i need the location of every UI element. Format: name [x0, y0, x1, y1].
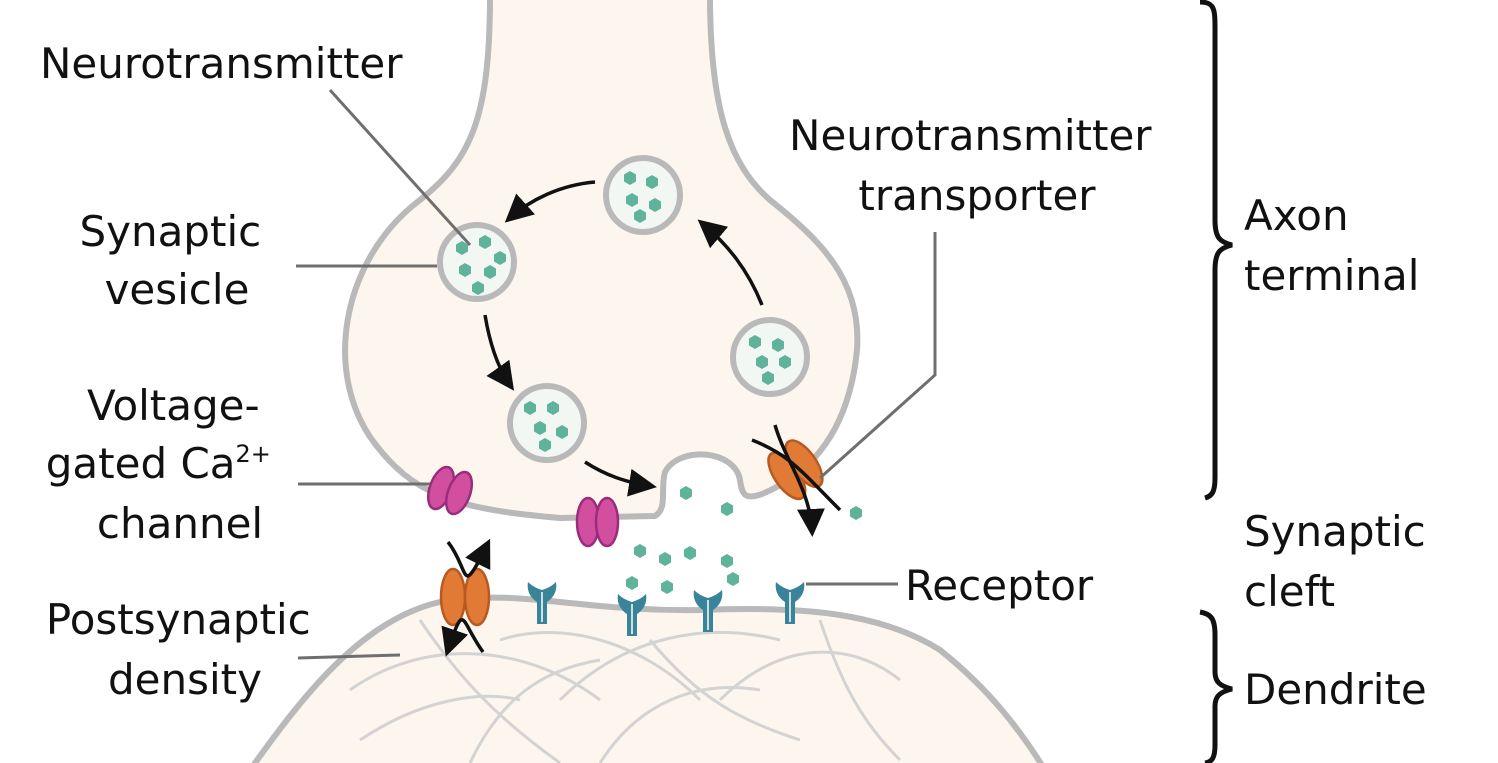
brackets	[1199, 0, 1233, 763]
label-dendrite: Dendrite	[1244, 665, 1427, 714]
label-axon-terminal: Axon terminal	[1244, 191, 1419, 300]
ca-channel	[426, 465, 474, 516]
axon-terminal-shape	[342, 0, 861, 522]
vesicle-cycle-arrows	[483, 180, 764, 497]
synaptic-vesicle	[437, 222, 517, 302]
synaptic-vesicle	[603, 155, 683, 235]
ca-channel	[575, 496, 620, 548]
synaptic-vesicle	[507, 383, 587, 463]
neurotransmitter-transporter	[751, 424, 842, 537]
label-synaptic-vesicle: Synaptic vesicle	[79, 207, 274, 314]
label-ca-channel: Voltage- gated Ca2+ channel	[46, 381, 285, 548]
postsynaptic-channel	[439, 538, 491, 657]
label-neurotransmitter: Neurotransmitter	[40, 39, 403, 88]
leader-lines	[296, 88, 937, 660]
synaptic-vesicle	[730, 317, 810, 397]
label-receptor: Receptor	[905, 561, 1094, 610]
label-postsynaptic-density: Postsynaptic density	[46, 595, 324, 704]
label-transporter: Neurotransmitter transporter	[789, 111, 1165, 220]
label-synaptic-cleft: Synaptic cleft	[1244, 507, 1439, 616]
dendrite-shape	[251, 594, 1045, 763]
postsynaptic-density-fibers	[349, 619, 902, 763]
